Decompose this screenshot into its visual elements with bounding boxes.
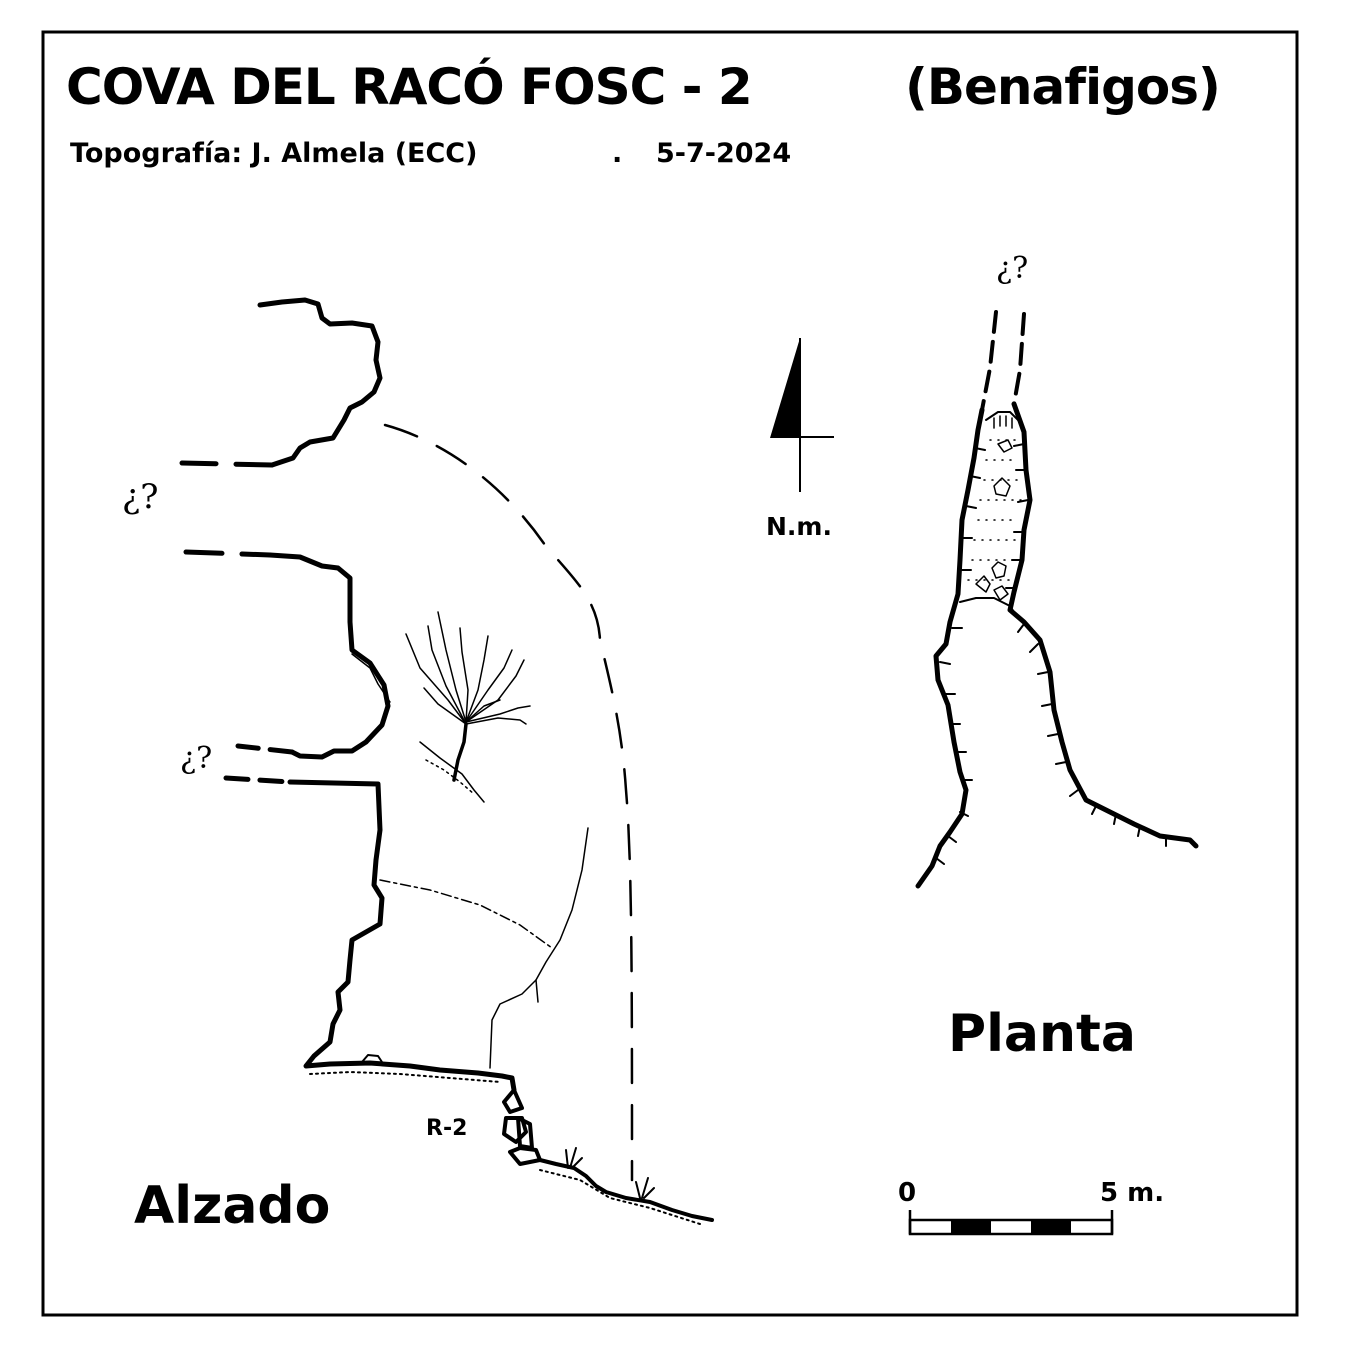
plan-passage-cap (985, 411, 1019, 421)
plan-wall-hatching (935, 443, 1167, 865)
plan-left-wall (915, 407, 985, 889)
survey-title: COVA DEL RACÓ FOSC - 2 (66, 58, 753, 116)
elevation-window-upper-dashed (235, 743, 295, 755)
pitch-label: R-2 (426, 1116, 468, 1141)
elevation-lower-passage-dashed (183, 549, 273, 558)
plan-view-label: Planta (948, 1004, 1136, 1064)
plan-right-wall (1007, 401, 1199, 849)
elevation-view (179, 297, 714, 1225)
elevation-inner-line-4 (535, 979, 539, 1003)
plan-passage-dashed-right (1012, 312, 1026, 406)
survey-credit: Topografía: J. Almela (ECC) (70, 138, 478, 169)
elevation-floor-lower (538, 1158, 714, 1222)
elevation-upper-wall (257, 297, 383, 468)
survey-date: 5-7-2024 (656, 138, 792, 169)
scale-end-label: 5 m. (1100, 1178, 1165, 1208)
plan-entrance-ticks (993, 415, 1013, 429)
floor-stone (361, 1054, 383, 1063)
elevation-upper-passage-dashed (179, 460, 275, 468)
unknown-continuation-upper: ¿? (122, 477, 159, 517)
tree-drawing (405, 611, 531, 803)
elevation-main-wall (267, 552, 391, 760)
elevation-projection-dashed (383, 423, 634, 1182)
north-arrow (770, 338, 834, 492)
north-arrow-label: N.m. (766, 512, 832, 541)
elevation-view-label: Alzado (134, 1176, 331, 1236)
elevation-inner-line-1 (351, 653, 391, 703)
pitch-boulders (502, 1088, 542, 1166)
credit-separator: . (612, 138, 623, 169)
elevation-window-lower-dashed (223, 775, 293, 785)
elevation-floor-sediment-2 (539, 1169, 701, 1225)
plan-view (915, 310, 1199, 889)
plan-sediment-boundary (959, 597, 1015, 613)
elevation-inner-line-2 (379, 879, 553, 949)
plan-sediment-fill (967, 439, 1023, 581)
unknown-continuation-plan: ¿? (996, 251, 1029, 286)
scale-bar (908, 1210, 1114, 1236)
scale-start-label: 0 (898, 1178, 917, 1208)
elevation-inner-line-3 (489, 827, 589, 1069)
plan-passage-dashed-left (980, 310, 998, 412)
elevation-lower-wall (287, 779, 517, 1093)
grass-tuft-2 (635, 1177, 655, 1199)
unknown-continuation-window: ¿? (180, 741, 213, 776)
elevation-floor-sediment (309, 1071, 501, 1083)
grass-tuft-1 (565, 1147, 583, 1169)
plan-blocks (975, 439, 1013, 601)
survey-location: (Benafigos) (905, 58, 1221, 116)
drawing-frame (41, 30, 1299, 1317)
